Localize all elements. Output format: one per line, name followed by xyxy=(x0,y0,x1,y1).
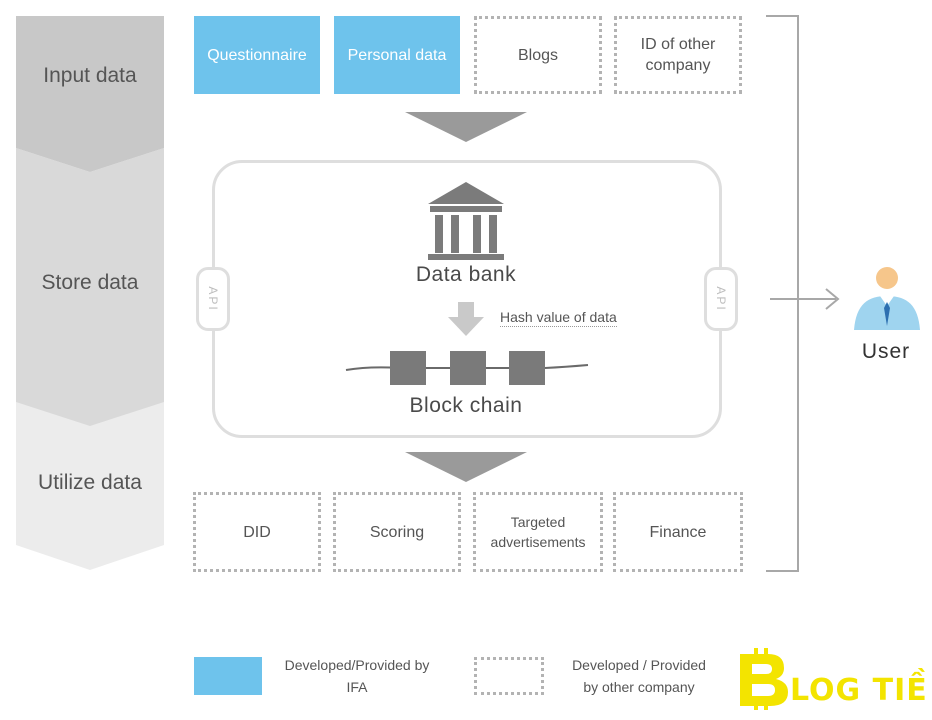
hash-arrow-icon xyxy=(448,302,484,336)
output-box-did: DID xyxy=(193,492,321,572)
watermark-logo: LOG TIỀN ẢO xyxy=(740,648,930,710)
bank-icon xyxy=(428,182,504,260)
api-tab-right: API xyxy=(704,267,738,331)
data-bank-label: Data bank xyxy=(415,263,517,286)
block-chain-label: Block chain xyxy=(409,394,523,417)
input-box-blogs: Blogs xyxy=(474,16,602,94)
arrow-down-input xyxy=(405,112,527,142)
input-box-personal-data: Personal data xyxy=(334,16,460,94)
arrow-down-utilize xyxy=(405,452,527,482)
svg-text:LOG TIỀN ẢO: LOG TIỀN ẢO xyxy=(790,668,930,708)
right-bracket xyxy=(766,15,840,572)
user-avatar-icon xyxy=(854,267,920,330)
api-label-right: API xyxy=(714,286,728,312)
stage-input-shape xyxy=(16,16,164,172)
user-label: User xyxy=(861,340,911,363)
legend-other-label: Developed / Provided by other company xyxy=(572,657,706,695)
stage-label-utilize: Utilize data xyxy=(38,471,142,494)
legend-ifa-label: Developed/Provided by IFA xyxy=(284,657,430,695)
api-label-left: API xyxy=(206,286,220,312)
legend-other-swatch xyxy=(474,657,544,695)
legend-ifa-swatch xyxy=(194,657,262,695)
output-box-scoring: Scoring xyxy=(333,492,461,572)
stage-chevrons xyxy=(16,16,164,570)
api-tab-left: API xyxy=(196,267,230,331)
block-chain-icon xyxy=(345,351,589,385)
input-box-questionnaire: Questionnaire xyxy=(194,16,320,94)
output-box-finance: Finance xyxy=(613,492,743,572)
hash-value-label: Hash value of data xyxy=(500,309,617,327)
input-box-id-other-company: ID of other company xyxy=(614,16,742,94)
stage-utilize-shape xyxy=(16,400,164,570)
stage-label-store: Store data xyxy=(41,271,139,294)
output-box-targeted-ads: Targeted advertisements xyxy=(473,492,603,572)
stage-store-shape xyxy=(16,148,164,426)
stage-label-input: Input data xyxy=(43,64,137,87)
